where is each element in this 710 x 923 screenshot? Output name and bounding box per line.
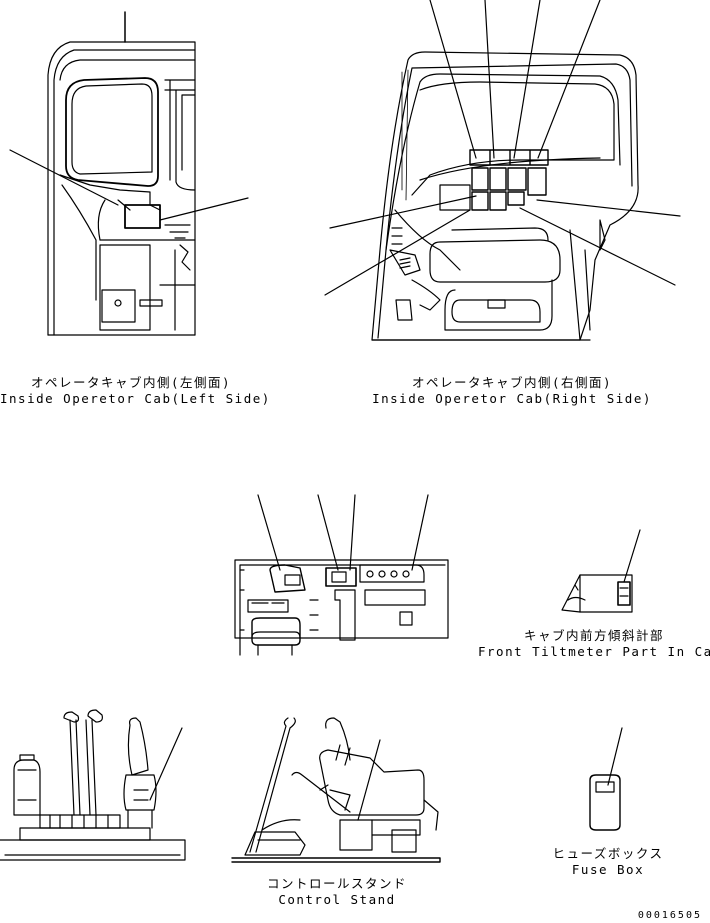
control-stand-caption-en: Control Stand — [278, 892, 396, 907]
fuse-box-caption: ヒューズボックス Fuse Box — [538, 846, 678, 878]
left-cab-caption-jp: オペレータキャブ内側(左側面) — [30, 375, 232, 390]
tiltmeter-caption-en: Front Tiltmeter Part In Cab — [478, 644, 710, 659]
right-cab-caption-en: Inside Operetor Cab(Right Side) — [372, 391, 652, 406]
fuse-box-caption-jp: ヒューズボックス — [552, 846, 664, 861]
control-stand-caption-jp: コントロールスタンド — [266, 876, 407, 891]
control-stand-drawing — [231, 717, 441, 863]
fuse-box-caption-en: Fuse Box — [571, 862, 645, 877]
tiltmeter-caption: キャブ内前方傾斜計部 Front Tiltmeter Part In Cab — [478, 628, 710, 660]
left-cab-drawing — [9, 11, 249, 336]
right-cab-drawing — [324, 0, 681, 341]
lever-assembly-drawing — [0, 709, 186, 861]
fuse-box-drawing — [589, 727, 623, 831]
drawing-code: 00016505 — [637, 910, 702, 921]
tiltmeter-caption-jp: キャブ内前方傾斜計部 — [523, 628, 664, 643]
left-cab-caption: オペレータキャブ内側(左側面) Inside Operetor Cab(Left… — [0, 375, 271, 407]
left-cab-caption-en: Inside Operetor Cab(Left Side) — [0, 391, 271, 406]
panel-drawing — [234, 494, 449, 656]
right-cab-caption-jp: オペレータキャブ内側(右側面) — [411, 375, 613, 390]
control-stand-caption: コントロールスタンド Control Stand — [262, 876, 412, 908]
right-cab-caption: オペレータキャブ内側(右側面) Inside Operetor Cab(Righ… — [372, 375, 652, 407]
tiltmeter-drawing — [561, 529, 641, 613]
